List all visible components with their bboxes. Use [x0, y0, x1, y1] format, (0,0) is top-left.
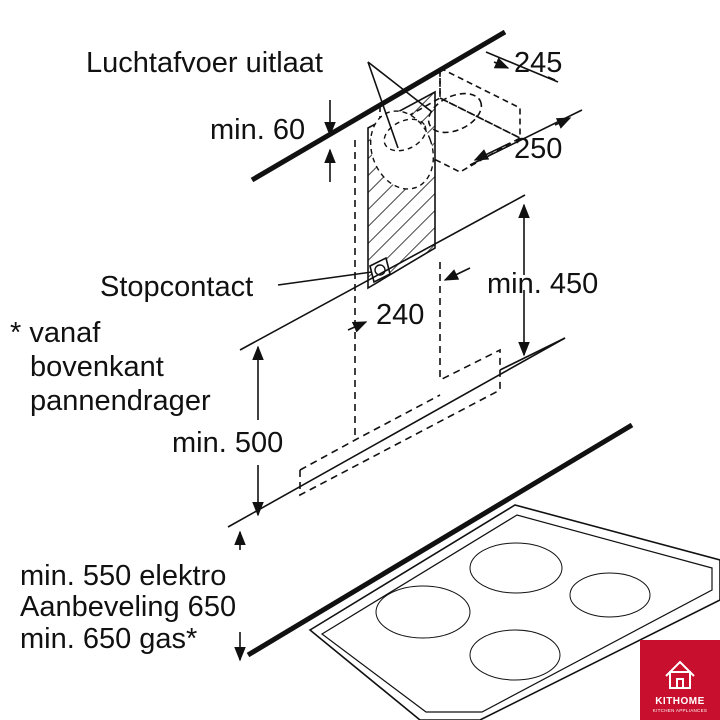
logo-name: KITHOME	[655, 696, 705, 707]
brand-logo: KITHOME KITCHEN APPLIANCES	[640, 640, 720, 720]
dim-240-label: 240	[376, 299, 424, 331]
min-650-gas-label: min. 650 gas*	[20, 623, 197, 655]
dimension-arrows	[234, 51, 583, 662]
note-line-1: * vanaf	[10, 317, 101, 349]
min-60-label: min. 60	[210, 114, 305, 146]
dim-245-label: 245	[514, 47, 562, 79]
ceiling-line	[250, 29, 507, 183]
chimney-panel	[367, 90, 436, 290]
socket-label: Stopcontact	[100, 271, 253, 303]
min-450-label: min. 450	[487, 268, 598, 300]
note-line-2: bovenkant	[30, 351, 164, 383]
min-550-label: min. 550 elektro	[20, 560, 226, 592]
dim-250-label: 250	[514, 133, 562, 165]
house-icon	[665, 660, 695, 689]
logo-tagline: KITCHEN APPLIANCES	[653, 708, 707, 713]
min-500-label: min. 500	[172, 427, 283, 459]
note-line-3: pannendrager	[30, 385, 211, 417]
air-outlet-label: Luchtafvoer uitlaat	[86, 47, 323, 79]
reference-lines	[227, 194, 566, 528]
leader-lines	[277, 61, 433, 286]
recommendation-label: Aanbeveling 650	[20, 591, 236, 623]
cooktop	[246, 422, 720, 720]
